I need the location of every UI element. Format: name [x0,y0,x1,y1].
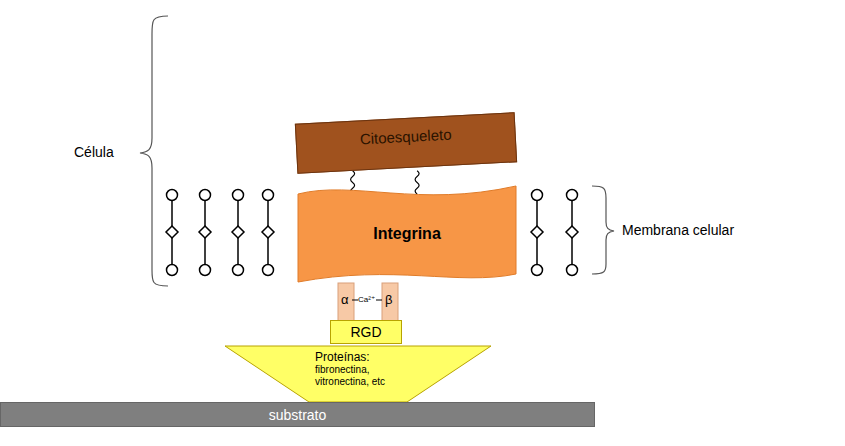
cytoskeleton-box: Citoesqueleto [295,112,517,173]
node-text: fibronectina, vitronectina, etc [315,364,425,388]
rgd-box: RGD [330,320,402,344]
protein-trapezoid: Proteínas:fibronectina, vitronectina, et… [225,346,491,402]
node-text: RGD [335,324,397,341]
tether-line [415,171,419,194]
bond-line [376,300,382,301]
membrane-brace [592,186,614,274]
bond-line [352,300,358,301]
node-text: substrato [5,407,590,424]
cell-brace [140,16,168,286]
beta-subunit [382,283,398,321]
calcium-label: Ca²⁺ [358,295,375,304]
substrate-bar: substrato [0,402,595,427]
node-text: Proteínas: [315,350,425,364]
node-text: Citoesqueleto [302,123,509,152]
membrane-label: Membrana celular [622,222,734,238]
cell-label: Célula [74,144,114,160]
alpha-label: α [341,292,349,307]
beta-label: β [385,292,392,307]
node-text: Integrina [304,224,510,243]
alpha-subunit [338,283,354,321]
integrin-shape: Integrina [298,184,516,284]
